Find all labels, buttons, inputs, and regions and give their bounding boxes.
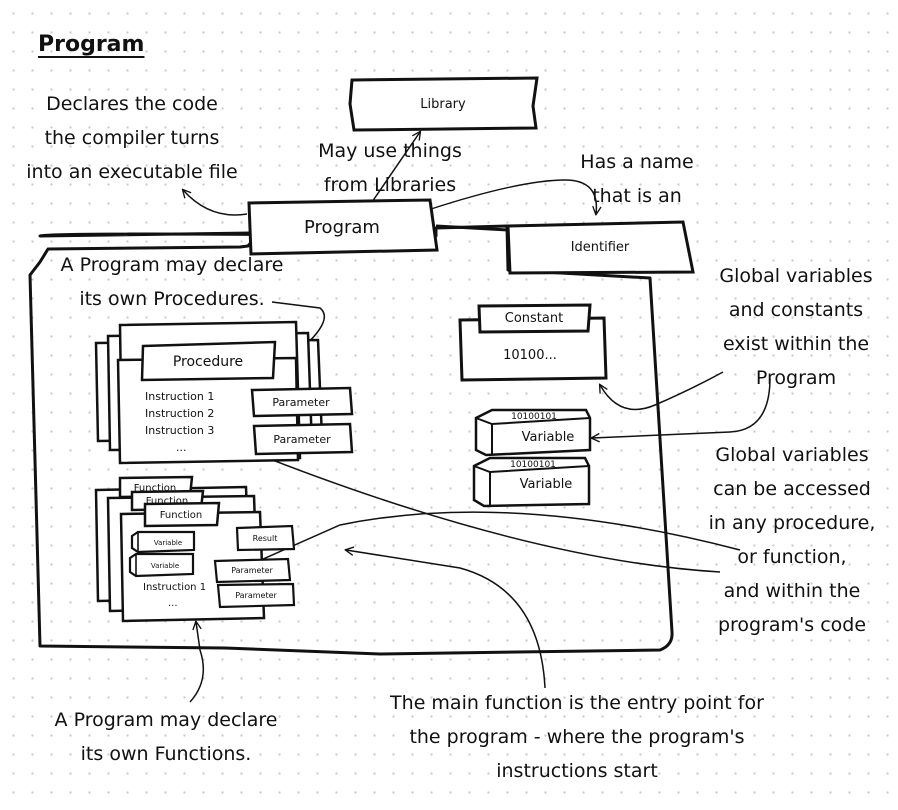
identifier-node: Identifier bbox=[506, 220, 695, 275]
arrow-to-constant bbox=[600, 371, 724, 411]
function-result: Result bbox=[253, 534, 278, 543]
page-title: Program bbox=[38, 32, 145, 57]
global-variable-2: 10100101 Variable bbox=[472, 456, 591, 508]
arrow-to-functions bbox=[189, 622, 205, 703]
function-local-variable-1: Variable bbox=[154, 539, 182, 547]
procedure-instruction-more: ... bbox=[176, 441, 187, 454]
function-stack: Function Function Function Variable Vari… bbox=[94, 475, 296, 623]
arrow-main-function bbox=[346, 550, 546, 689]
library-label: Library bbox=[420, 97, 466, 112]
function-label-1: Function bbox=[134, 483, 177, 494]
library-node: Library bbox=[348, 76, 539, 132]
variable-1-binary: 10100101 bbox=[511, 412, 557, 422]
arrow-globals-to-function bbox=[200, 511, 741, 587]
annotation-has-name: Has a name that is an bbox=[580, 151, 694, 207]
function-parameter-2: Parameter bbox=[235, 591, 277, 600]
annotation-may-use-libraries: May use things from Libraries bbox=[318, 140, 462, 196]
annotation-declares-code: Declares the code the compiler turns int… bbox=[26, 93, 238, 183]
procedure-parameter-2: Parameter bbox=[273, 433, 331, 446]
constant-label: Constant bbox=[505, 311, 563, 326]
annotation-globals-exist: Global variables and constants exist wit… bbox=[719, 265, 873, 389]
annotation-main-function: The main function is the entry point for… bbox=[390, 692, 764, 782]
procedure-instruction-2: Instruction 2 bbox=[145, 407, 214, 420]
function-instruction-more: ... bbox=[168, 598, 178, 609]
function-label-3: Function bbox=[160, 510, 203, 521]
arrow-to-library bbox=[371, 132, 420, 203]
arrow-to-declares-code bbox=[183, 190, 248, 216]
procedure-stack: Procedure Instruction 1 Instruction 2 In… bbox=[94, 320, 354, 465]
annotation-globals-access: Global variables can be accessed in any … bbox=[708, 444, 876, 636]
arrow-to-identifier bbox=[564, 179, 596, 214]
arrow-to-variable bbox=[592, 377, 771, 438]
global-variable-1: 10100101 Variable bbox=[474, 408, 592, 457]
identifier-label: Identifier bbox=[571, 240, 630, 255]
function-local-variable-2: Variable bbox=[151, 562, 179, 570]
program-label: Program bbox=[304, 217, 380, 238]
constant-value: 10100... bbox=[503, 348, 557, 363]
annotation-own-procedures: A Program may declare its own Procedures… bbox=[60, 254, 284, 310]
annotation-own-functions: A Program may declare its own Functions. bbox=[54, 709, 278, 765]
program-identifier-link bbox=[435, 224, 509, 232]
procedure-instruction-3: Instruction 3 bbox=[145, 424, 214, 437]
program-libraries-link bbox=[427, 179, 566, 211]
function-label-2: Function bbox=[146, 496, 189, 507]
constant-node: Constant 10100... bbox=[458, 303, 608, 382]
procedure-instruction-1: Instruction 1 bbox=[145, 390, 214, 403]
function-parameter-1: Parameter bbox=[231, 566, 273, 575]
function-instruction-1: Instruction 1 bbox=[143, 582, 206, 593]
procedure-parameter-1: Parameter bbox=[272, 396, 330, 409]
program-node: Program bbox=[247, 198, 439, 256]
variable-2-binary: 10100101 bbox=[510, 460, 556, 470]
variable-2-label: Variable bbox=[520, 477, 573, 492]
arrow-globals-to-procedure bbox=[232, 444, 721, 573]
procedure-label: Procedure bbox=[173, 354, 243, 370]
variable-1-label: Variable bbox=[522, 430, 575, 445]
